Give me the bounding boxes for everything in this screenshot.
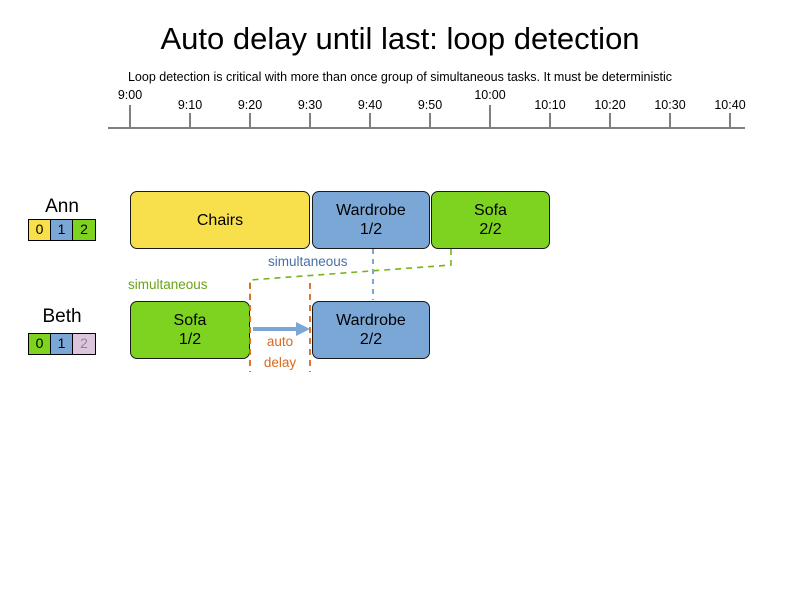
task-label: Wardrobe: [336, 312, 406, 329]
legend-cell: 1: [51, 334, 73, 354]
lane-legend-ann: 0 1 2: [28, 219, 96, 241]
task-bar-sofa-2-2[interactable]: Sofa 2/2: [431, 191, 550, 249]
axis-tick: [309, 113, 311, 128]
auto-delay-label-line2: delay: [263, 355, 297, 370]
axis-tick: [609, 113, 611, 128]
task-bar-wardrobe-1-2[interactable]: Wardrobe 1/2: [312, 191, 430, 249]
lane-legend-beth: 0 1 2: [28, 333, 96, 355]
legend-cell: 0: [29, 334, 51, 354]
axis-tick-label: 9:40: [357, 98, 383, 112]
simultaneous-label-blue: simultaneous: [268, 254, 348, 269]
axis-tick-label: 9:00: [117, 88, 143, 102]
lane-label-ann: Ann: [45, 196, 79, 217]
task-bar-wardrobe-2-2[interactable]: Wardrobe 2/2: [312, 301, 430, 359]
axis-tick: [369, 113, 371, 128]
axis-tick: [489, 105, 491, 128]
task-bar-sofa-1-2[interactable]: Sofa 1/2: [130, 301, 250, 359]
legend-cell: 1: [51, 220, 73, 240]
axis-tick-label: 9:30: [297, 98, 323, 112]
axis-tick-label: 10:30: [654, 98, 686, 112]
legend-cell: 2: [73, 334, 95, 354]
task-bar-chairs[interactable]: Chairs: [130, 191, 310, 249]
task-label: Sofa: [474, 202, 507, 219]
task-label: Sofa: [173, 312, 207, 329]
axis-tick-label: 9:10: [177, 98, 203, 112]
axis-tick: [669, 113, 671, 128]
page-title: Auto delay until last: loop detection: [160, 21, 640, 56]
time-axis: 9:00 9:10 9:20 9:30 9:40 9:50 10:00 10:10 10:20 1…: [0, 0, 800, 145]
lane-label-beth: Beth: [42, 306, 82, 327]
task-label: Chairs: [196, 211, 244, 229]
task-sublabel: 1/2: [359, 221, 383, 238]
axis-tick-label: 9:50: [417, 98, 443, 112]
task-sublabel: 2/2: [479, 221, 502, 238]
axis-tick-label: 10:10: [534, 98, 566, 112]
task-sublabel: 1/2: [178, 331, 202, 348]
axis-tick: [429, 113, 431, 128]
axis-tick: [729, 113, 731, 128]
simultaneous-label-green: simultaneous: [128, 277, 208, 292]
axis-tick: [249, 113, 251, 128]
axis-baseline: [108, 127, 745, 129]
legend-cell: 2: [73, 220, 95, 240]
page-subtitle: Loop detection is critical with more tha…: [127, 70, 672, 84]
legend-cell: 0: [29, 220, 51, 240]
axis-tick-label: 10:00: [474, 88, 506, 102]
task-sublabel: 2/2: [359, 331, 383, 348]
task-label: Wardrobe: [336, 202, 406, 219]
axis-tick-label: 10:20: [594, 98, 626, 112]
auto-delay-label-line1: auto: [266, 334, 294, 349]
axis-tick-label: 9:20: [237, 98, 263, 112]
axis-tick-label: 10:40: [714, 98, 746, 112]
axis-tick: [189, 113, 191, 128]
axis-tick: [549, 113, 551, 128]
axis-tick: [129, 105, 131, 128]
